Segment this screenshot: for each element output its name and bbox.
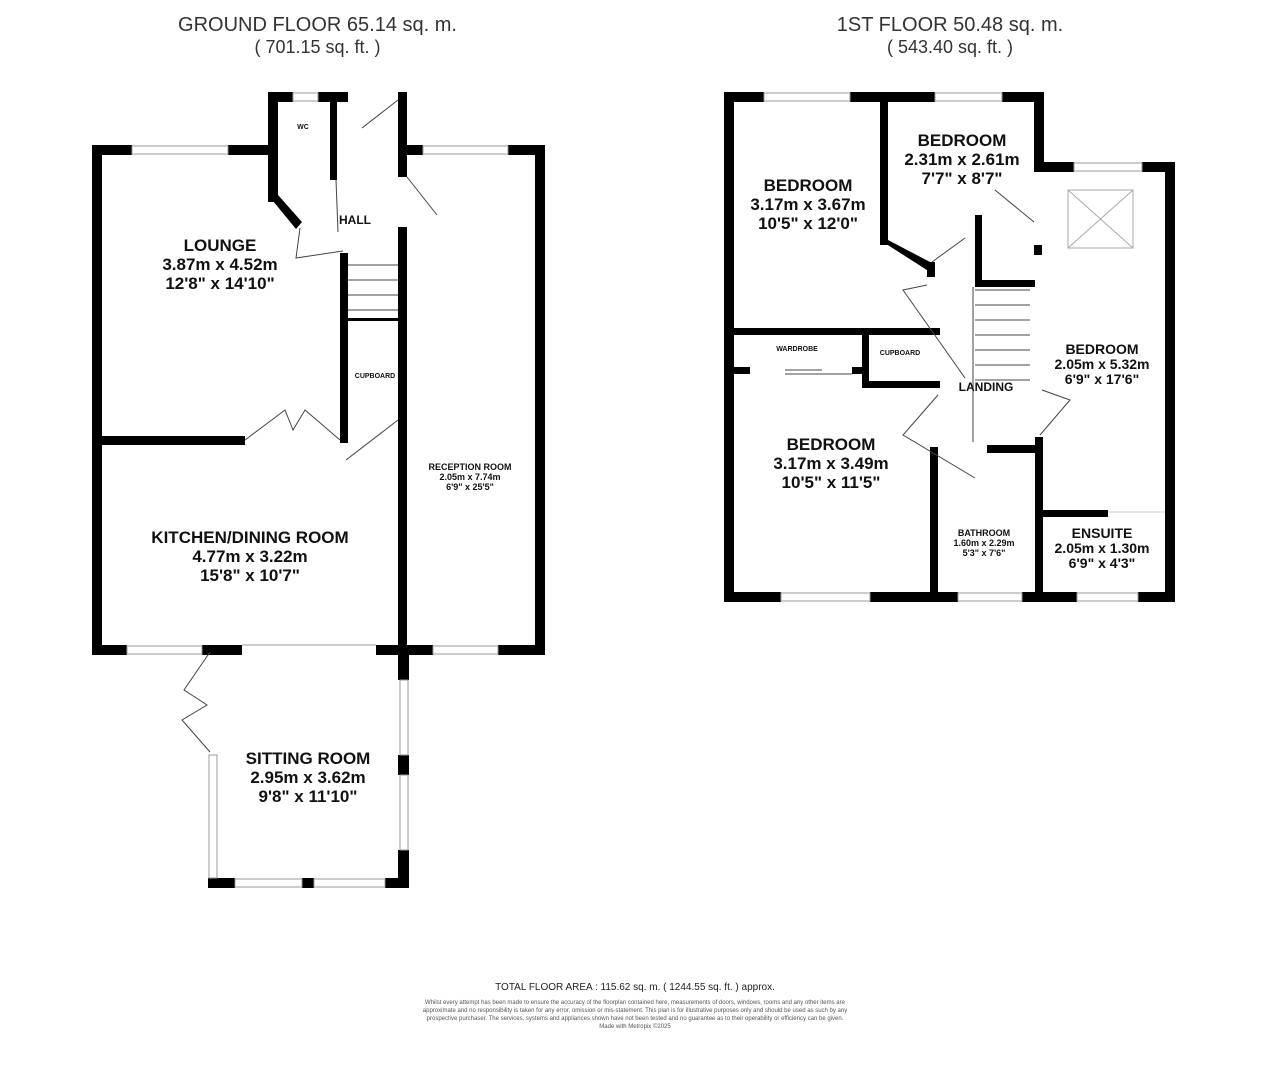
first-floor-title: 1ST FLOOR 50.48 sq. m. ( 543.40 sq. ft. … <box>770 14 1130 58</box>
room-metric: 2.31m x 2.61m <box>904 150 1020 169</box>
total-floor-area: TOTAL FLOOR AREA : 115.62 sq. m. ( 1244.… <box>495 982 775 993</box>
first-floor-area: 1ST FLOOR 50.48 sq. m. <box>836 14 1064 36</box>
room-name: BEDROOM <box>786 435 876 454</box>
room-metric: 2.05m x 1.30m <box>1054 540 1150 556</box>
room-imperial: 6'9" x 4'3" <box>1068 555 1136 571</box>
room-ensuite: ENSUITE 2.05m x 1.30m 6'9" x 4'3" <box>1055 526 1150 571</box>
room-name: ENSUITE <box>1071 525 1133 541</box>
ground-floor-windows <box>126 92 509 888</box>
room-imperial: 12'8" x 14'10" <box>165 274 275 293</box>
ground-floor-title: GROUND FLOOR 65.14 sq. m. ( 701.15 sq. f… <box>130 14 505 58</box>
label-hall: HALL <box>339 213 371 227</box>
room-bedroom-2: BEDROOM 2.31m x 2.61m 7'7" x 8'7" <box>904 131 1019 188</box>
room-imperial: 5'3" x 7'6" <box>962 548 1006 558</box>
footer: TOTAL FLOOR AREA : 115.62 sq. m. ( 1244.… <box>420 982 850 1031</box>
credit: Made with Metropix ©2025 <box>599 1024 671 1030</box>
room-metric: 2.05m x 5.32m <box>1054 356 1150 372</box>
room-name: BEDROOM <box>917 131 1007 150</box>
room-metric: 3.17m x 3.67m <box>750 195 866 214</box>
label-cupboard-first: CUPBOARD <box>879 350 921 357</box>
room-imperial: 6'9" x 17'6" <box>1064 371 1140 387</box>
room-lounge: LOUNGE 3.87m x 4.52m 12'8" x 14'10" <box>162 236 277 293</box>
room-reception: RECEPTION ROOM 2.05m x 7.74m 6'9" x 25'5… <box>428 462 511 492</box>
room-metric: 2.05m x 7.74m <box>439 472 501 482</box>
room-metric: 3.17m x 3.49m <box>773 454 889 473</box>
first-floor-plan <box>724 92 1175 602</box>
ground-floor-plan <box>92 92 545 888</box>
room-imperial: 7'7" x 8'7" <box>921 169 1003 188</box>
room-name: KITCHEN/DINING ROOM <box>151 528 349 547</box>
room-name: LOUNGE <box>183 236 257 255</box>
room-name: RECEPTION ROOM <box>428 462 512 472</box>
ground-floor-area: GROUND FLOOR 65.14 sq. m. <box>178 14 457 36</box>
label-landing: LANDING <box>958 380 1014 394</box>
room-bedroom-1: BEDROOM 3.17m x 3.67m 10'5" x 12'0" <box>750 176 865 233</box>
disclaimer-text: Whilst every attempt has been made to en… <box>422 1000 848 1022</box>
first-floor-stairs-doors <box>785 189 1165 513</box>
label-cupboard: CUPBOARD <box>354 373 396 380</box>
room-name: BEDROOM <box>763 176 853 195</box>
room-name: SITTING ROOM <box>245 749 371 768</box>
room-imperial: 6'9" x 25'5" <box>446 482 494 492</box>
first-floor-windows <box>763 92 1143 602</box>
disclaimer: Whilst every attempt has been made to en… <box>420 999 850 1031</box>
room-imperial: 9'8" x 11'10" <box>258 787 358 806</box>
room-bedroom-3: BEDROOM 2.05m x 5.32m 6'9" x 17'6" <box>1055 342 1150 387</box>
label-wardrobe: WARDROBE <box>776 346 818 353</box>
room-kitchen-dining: KITCHEN/DINING ROOM 4.77m x 3.22m 15'8" … <box>151 528 348 585</box>
room-name: BEDROOM <box>1065 341 1139 357</box>
room-sitting: SITTING ROOM 2.95m x 3.62m 9'8" x 11'10" <box>246 749 371 806</box>
room-metric: 2.95m x 3.62m <box>250 768 366 787</box>
room-imperial: 10'5" x 12'0" <box>758 214 858 233</box>
room-metric: 4.77m x 3.22m <box>192 547 308 566</box>
room-bedroom-4: BEDROOM 3.17m x 3.49m 10'5" x 11'5" <box>773 435 888 492</box>
room-imperial: 10'5" x 11'5" <box>781 473 881 492</box>
ground-floor-area-sqft: ( 701.15 sq. ft. ) <box>254 37 381 57</box>
ground-floor-stairs-doors <box>181 99 438 753</box>
label-wc: WC <box>297 124 309 131</box>
first-floor-area-sqft: ( 543.40 sq. ft. ) <box>886 37 1014 57</box>
room-name: BATHROOM <box>957 528 1011 538</box>
room-imperial: 15'8" x 10'7" <box>200 566 300 585</box>
room-metric: 3.87m x 4.52m <box>162 255 278 274</box>
room-metric: 1.60m x 2.29m <box>953 538 1015 548</box>
room-bathroom: BATHROOM 1.60m x 2.29m 5'3" x 7'6" <box>953 528 1014 558</box>
